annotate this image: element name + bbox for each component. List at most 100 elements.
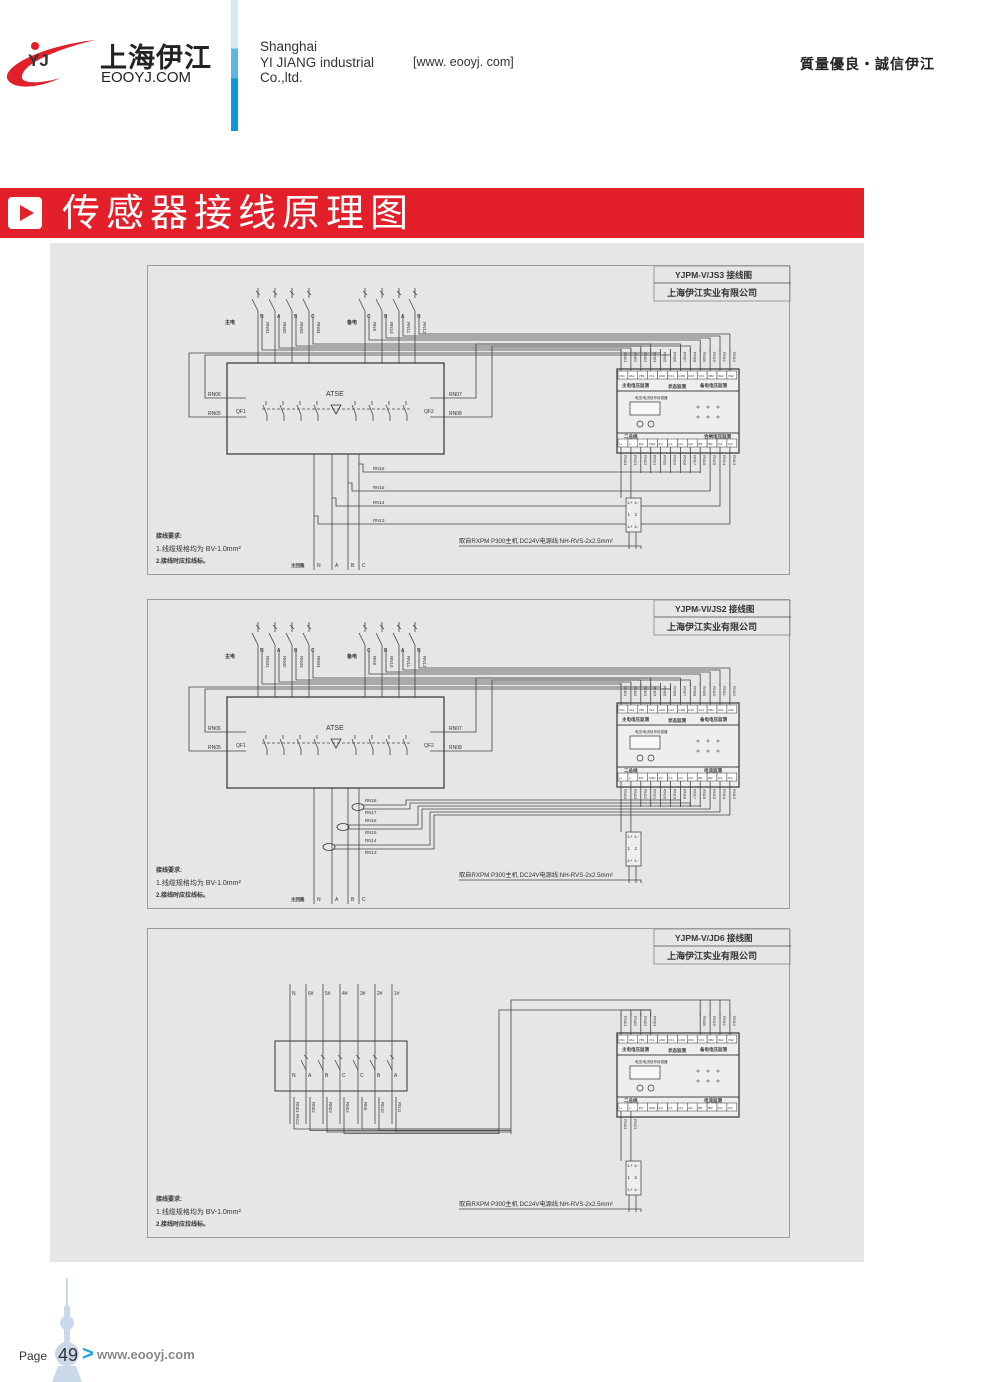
terminal-label: IB1 [698,1106,703,1110]
breaker-mark [272,624,278,630]
terminal-label: GND [659,1038,667,1042]
terminal-label: KX2 [688,708,694,712]
terminal-label: VB2 [708,1038,714,1042]
module-label: 2 [635,846,638,851]
section-label: 备电电压监测 [699,382,727,389]
terminal-label: KX2 [688,374,694,378]
company-line: Shanghai [260,39,318,54]
terminal-label: DO [639,776,644,780]
section-label: 主电电压监测 [622,382,649,389]
rn-label: RN06 [208,392,221,398]
rn-label: RN11 [722,1016,727,1027]
terminal-label: KX2 [688,1038,694,1042]
rn-label: RN12 [732,1016,737,1027]
diagram-company: 上海伊江实业有限公司 [667,621,757,632]
circuit-label: N [292,991,296,997]
ct-wire [334,807,721,846]
ct-wire [314,473,731,525]
module-label: L+ [628,1163,634,1168]
bus-phase-label: N [317,897,321,903]
bus-phase-label: C [362,563,366,569]
qf1-label: QF1 [236,409,246,415]
rn-wire [361,1097,511,1130]
rn-label: RN10 [380,1102,385,1113]
switch-blade [268,298,276,312]
rn-label: RN22 [643,455,648,466]
contact-blade [279,738,285,750]
module-label: L- [635,834,640,839]
circuit-label: 4# [342,991,348,997]
terminal-label: DO [639,442,644,446]
notes-line: 2.接线时应拉线标。 [156,891,209,899]
breaker-mark [379,624,385,630]
terminal-label: GND [678,374,686,378]
rn-label: RN24 [623,1119,628,1130]
contact-blade [402,404,408,416]
rn-wire [326,1097,499,1133]
bus-phase-label: C [362,897,366,903]
phase-label: C [360,1073,364,1079]
diagram-title: YJPM-V/JS3 接线图 [675,270,752,280]
rn-label: RN05 [663,686,668,697]
rn-label: RN04 [653,686,658,697]
terminal [726,370,738,380]
terminal-label: VN2 [728,374,734,378]
company-logo: YJ [6,40,95,87]
switch-blade [285,632,293,646]
rn-label: RN19 [673,455,678,466]
rn-label: RN9 [363,1102,368,1111]
rn-wire [395,1097,511,1133]
contact-blade [262,738,268,750]
section-banner: 传感器接线原理图 [0,188,864,238]
rn-label: RN18 [682,789,687,800]
contact-blade [385,738,391,750]
rn-wire [418,314,731,352]
terminal-label: IC2 [728,442,733,446]
terminal-label: VB1 [639,1038,645,1042]
breaker-mark [396,624,402,630]
rn-label: RN04 [653,1016,658,1027]
rn-label: RN18 [365,798,377,803]
breaker-mark [337,1054,343,1060]
notes-line: 2.接线时应拉线标。 [156,1220,209,1228]
section-label: 合闸电压监测 [704,433,731,440]
rn-label: RN24 [623,789,628,800]
rn-label: RN09 [702,1016,707,1027]
rn-label: RN03 [643,686,648,697]
terminal-label: VA1 [629,374,635,378]
ct-wire [348,473,711,492]
cable-line [459,879,642,883]
indicator-led [716,415,720,419]
terminal-label: IL2 [659,776,664,780]
indicator-led [706,415,710,419]
notes-heading: 接线要求: [155,532,182,540]
rn-label: RN20 [663,455,668,466]
sensor-caption: 电压/电流信号传感器 [635,1059,668,1064]
indicator-led [706,739,710,743]
terminal-label: IB2 [708,1106,713,1110]
terminal-label: DO [639,1106,644,1110]
diagram-title: YJPM-V/JD6 接线图 [675,933,752,943]
rn-label: RN9 [372,656,377,665]
breaker-mark [412,624,418,630]
indicator-led [716,739,720,743]
switch-blade [251,632,259,646]
rn-wire [510,999,731,1134]
switch-blade [251,298,259,312]
rn-label: RN13 [373,518,385,523]
rn-label: RN16 [702,789,707,800]
terminal [726,704,738,714]
rn-label: RN18 [682,455,687,466]
diagram-company: 上海伊江实业有限公司 [667,950,757,961]
terminal-label: VC1 [649,1038,655,1042]
module-label: L- [635,1163,640,1168]
display-screen [629,1065,661,1080]
rn-label: RN11 [406,656,411,668]
contact-blade [368,404,374,416]
terminal-label: GND [649,442,657,446]
rn-wire [343,1097,499,1134]
section-label: 备电电压监测 [699,716,727,723]
rn-label: RN22 [643,789,648,800]
module-body [625,1160,642,1196]
